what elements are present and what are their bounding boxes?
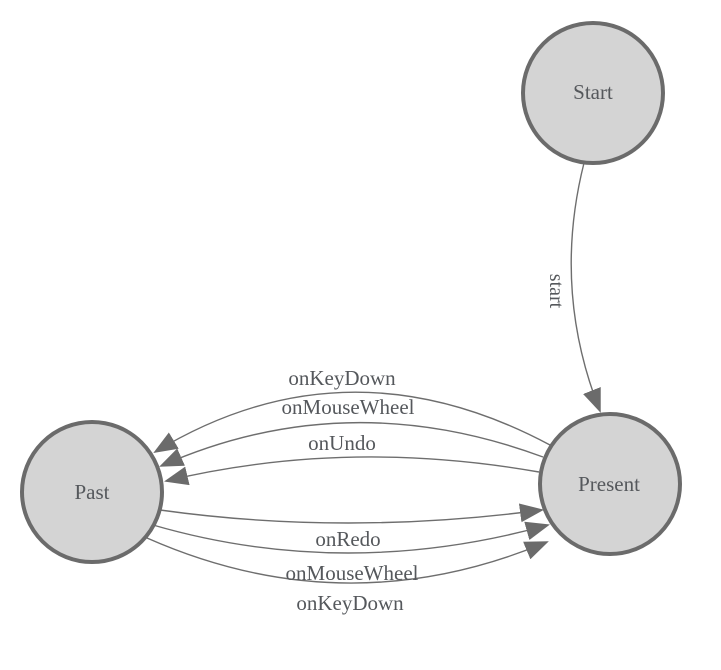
edge-label-onredo: onRedo	[315, 527, 380, 551]
node-group: Start Present Past	[20, 21, 682, 564]
edge-onmousewheel-to-present[interactable]	[152, 521, 550, 554]
edge-label-onkeydown-top: onKeyDown	[288, 366, 396, 390]
node-label-present: Present	[578, 472, 640, 496]
edge-group	[146, 162, 601, 584]
node-circle-present[interactable]	[538, 412, 682, 556]
node-label-start: Start	[573, 80, 613, 104]
edge-label-onmousewheel-top: onMouseWheel	[282, 395, 415, 419]
edge-onkeydown-to-past[interactable]	[153, 391, 551, 454]
edge-start-to-present[interactable]	[570, 162, 601, 413]
edge-label-start: start	[545, 274, 567, 309]
edge-onredo-to-present[interactable]	[159, 503, 544, 524]
node-label-past: Past	[74, 480, 109, 504]
edge-onkeydown-to-present[interactable]	[146, 537, 549, 584]
edge-label-onundo: onUndo	[308, 431, 376, 455]
node-past[interactable]: Past	[20, 420, 164, 564]
node-circle-past[interactable]	[20, 420, 164, 564]
edge-onmousewheel-to-past[interactable]	[159, 421, 544, 467]
node-start[interactable]: Start	[521, 21, 665, 165]
node-present[interactable]: Present	[538, 412, 682, 556]
edge-label-onmousewheel-bottom: onMouseWheel	[286, 561, 419, 585]
node-circle-start[interactable]	[521, 21, 665, 165]
edge-label-onkeydown-bottom: onKeyDown	[296, 591, 404, 615]
edge-label-group: start onKeyDown onMouseWheel onUndo onRe…	[282, 274, 567, 615]
edge-onundo-to-past[interactable]	[164, 456, 540, 486]
